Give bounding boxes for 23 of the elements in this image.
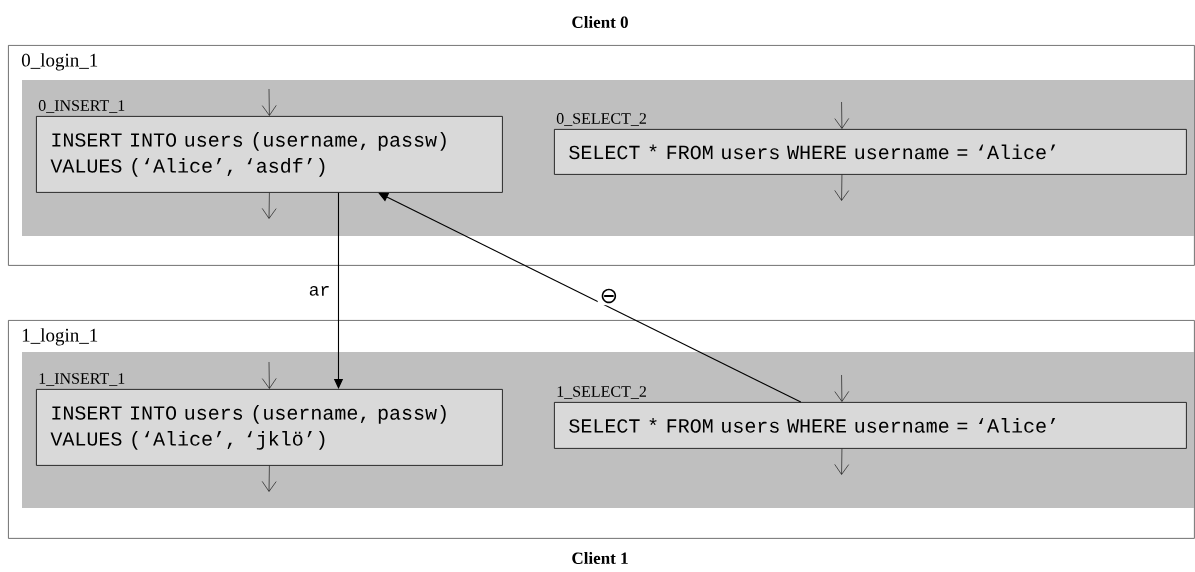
query-label: 0_SELECT_2 <box>556 113 646 126</box>
arrow <box>834 374 850 402</box>
arrow <box>261 465 277 492</box>
group-label: 0_login_1 <box>21 53 98 71</box>
arrow <box>378 192 802 403</box>
query-box: INSERT INTO users (username, passw) VALUES (‘Alice’, ‘asdf’) <box>36 116 503 193</box>
group-label: 1_login_1 <box>22 328 98 346</box>
arrow <box>261 88 277 116</box>
query-box: INSERT INTO users (username, passw) VALUES (‘Alice’, ‘jklö’) <box>36 389 503 466</box>
arrow <box>834 101 850 129</box>
query-label: 1_INSERT_1 <box>39 373 125 386</box>
edge-label: ar <box>306 283 333 298</box>
arrow <box>261 192 277 219</box>
arrow <box>834 448 849 475</box>
client-title: Client 0 <box>572 16 628 28</box>
query-box: SELECT * FROM users WHERE username = ‘Alice’ <box>554 129 1187 175</box>
arrow <box>261 361 277 389</box>
arrow <box>834 174 849 201</box>
client-title: Client 1 <box>572 552 628 564</box>
query-label: 0_INSERT_1 <box>38 100 125 113</box>
edge-label: ⊖ <box>597 286 621 306</box>
query-box: SELECT * FROM users WHERE username = ‘Alice’ <box>554 402 1187 449</box>
query-label: 1_SELECT_2 <box>557 386 646 399</box>
